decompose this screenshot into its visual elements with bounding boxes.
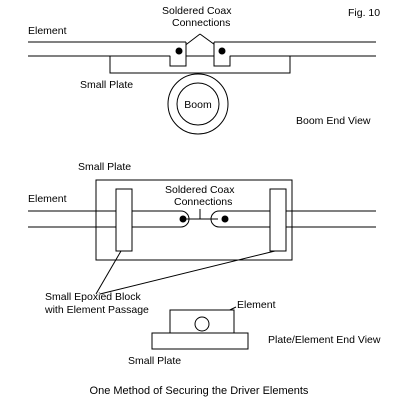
middle-element-label: Element (28, 193, 67, 205)
top-solder-joint-right (218, 47, 226, 55)
plate-top-view: Small Plate Element Soldered Coax Connec… (28, 161, 376, 316)
block-label-line1: Small Epoxied Block (45, 291, 141, 303)
block-leader-left (95, 250, 122, 295)
boom-inner-circle (176, 82, 220, 126)
middle-epoxied-block-right (269, 188, 287, 252)
middle-epoxied-block-left (115, 188, 133, 252)
middle-connections-label-line1: Soldered Coax (165, 184, 235, 196)
middle-solder-joint-left (179, 215, 187, 223)
middle-connections-label-line2: Connections (174, 196, 232, 208)
bottom-element-label: Element (237, 299, 276, 311)
boom-end-view: Fig. 10 Soldered Coax Connections Elemen… (28, 5, 380, 135)
bottom-small-plate (151, 332, 249, 350)
block-leader-right (99, 250, 276, 295)
middle-solder-joint-right (221, 215, 229, 223)
top-solder-joint-left (175, 47, 183, 55)
boom-end-view-label: Boom End View (296, 115, 371, 127)
top-small-plate-label: Small Plate (80, 79, 133, 91)
top-connections-label-line1: Soldered Coax (162, 5, 232, 17)
boom-label: Boom (184, 99, 212, 111)
top-element-label: Element (28, 25, 67, 37)
figure-number: Fig. 10 (348, 7, 380, 19)
top-connections-label-line2: Connections (172, 17, 230, 29)
bottom-small-plate-label: Small Plate (128, 355, 181, 367)
bottom-view-label: Plate/Element End View (268, 334, 381, 346)
block-label-line2: with Element Passage (44, 304, 149, 316)
top-small-plate (109, 55, 291, 74)
plate-element-end-view: Element Plate/Element End View Small Pla… (128, 299, 381, 367)
figure-caption: One Method of Securing the Driver Elemen… (90, 385, 309, 397)
bottom-element-cross-section (194, 316, 210, 332)
middle-small-plate-label: Small Plate (78, 161, 131, 173)
